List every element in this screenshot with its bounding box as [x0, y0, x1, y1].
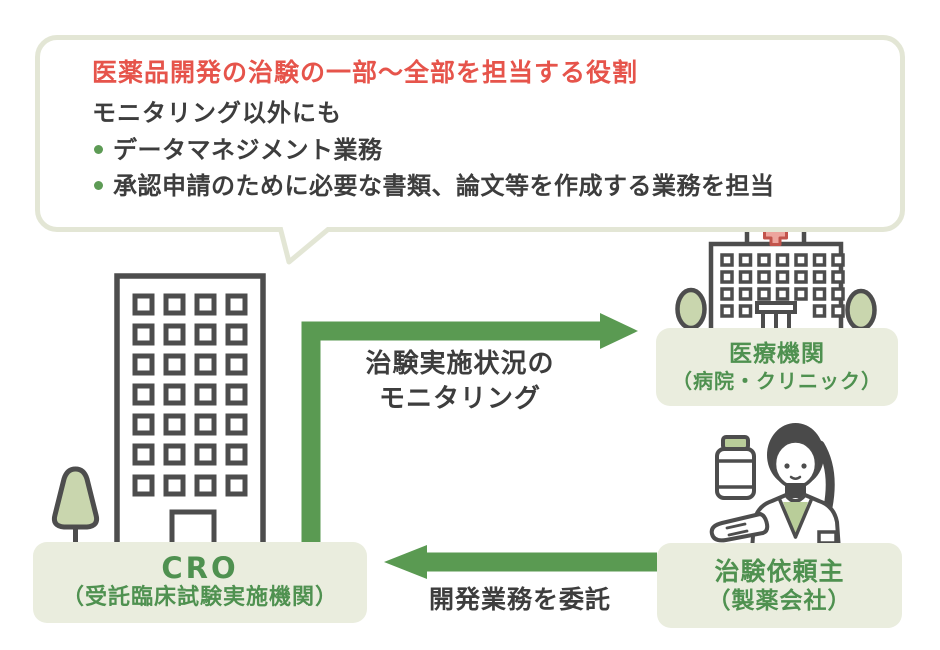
- monitoring-caption-line1: 治験実施状況の: [365, 349, 555, 379]
- sponsor-subname: （製薬会社）: [707, 587, 852, 614]
- cro-subname: （受託臨床試験実施機関）: [61, 585, 338, 611]
- bullet-item: データマネジメント業務: [92, 133, 870, 167]
- medical-institution-node-label: 医療機関 （病院・クリニック）: [656, 328, 898, 406]
- bubble-title: 医薬品開発の治験の一部〜全部を担当する役割: [92, 58, 639, 87]
- bullet-dot-icon: [94, 181, 103, 191]
- medicine-bottle-icon: [715, 435, 756, 500]
- sponsor-node-label: 治験依頼主 （製薬会社）: [657, 543, 902, 628]
- bullet-dot-icon: [94, 145, 103, 155]
- bullet-item: 承認申請のために必要な書類、論文等を作成する業務を担当: [92, 169, 870, 203]
- outsourcing-arrow: [384, 545, 657, 579]
- sponsor-name: 治験依頼主: [714, 556, 845, 586]
- monitoring-arrow-caption: 治験実施状況の モニタリング: [315, 347, 605, 417]
- bullet-text: データマネジメント業務: [113, 135, 383, 164]
- medical-name: 医療機関: [729, 341, 825, 368]
- pharmacist-with-medicine-bottle-icon: [709, 423, 841, 550]
- cro-name: CRO: [161, 551, 239, 586]
- cro-node-label: CRO （受託臨床試験実施機関）: [33, 542, 367, 623]
- office-building-icon: [51, 273, 266, 548]
- bubble-subtitle: モニタリング以外にも: [92, 98, 342, 127]
- speech-bubble: 医薬品開発の治験の一部〜全部を担当する役割 モニタリング以外にも データマネジメ…: [35, 35, 905, 232]
- medical-subname: （病院・クリニック）: [672, 368, 882, 393]
- monitoring-caption-line2: モニタリング: [378, 384, 541, 415]
- tree-icon: [51, 466, 100, 546]
- speech-bubble-tail: [277, 227, 333, 265]
- outsourcing-arrow-caption: 開発業務を委託: [428, 585, 611, 614]
- bullet-text: 承認申請のために必要な書類、論文等を作成する業務を担当: [113, 171, 775, 200]
